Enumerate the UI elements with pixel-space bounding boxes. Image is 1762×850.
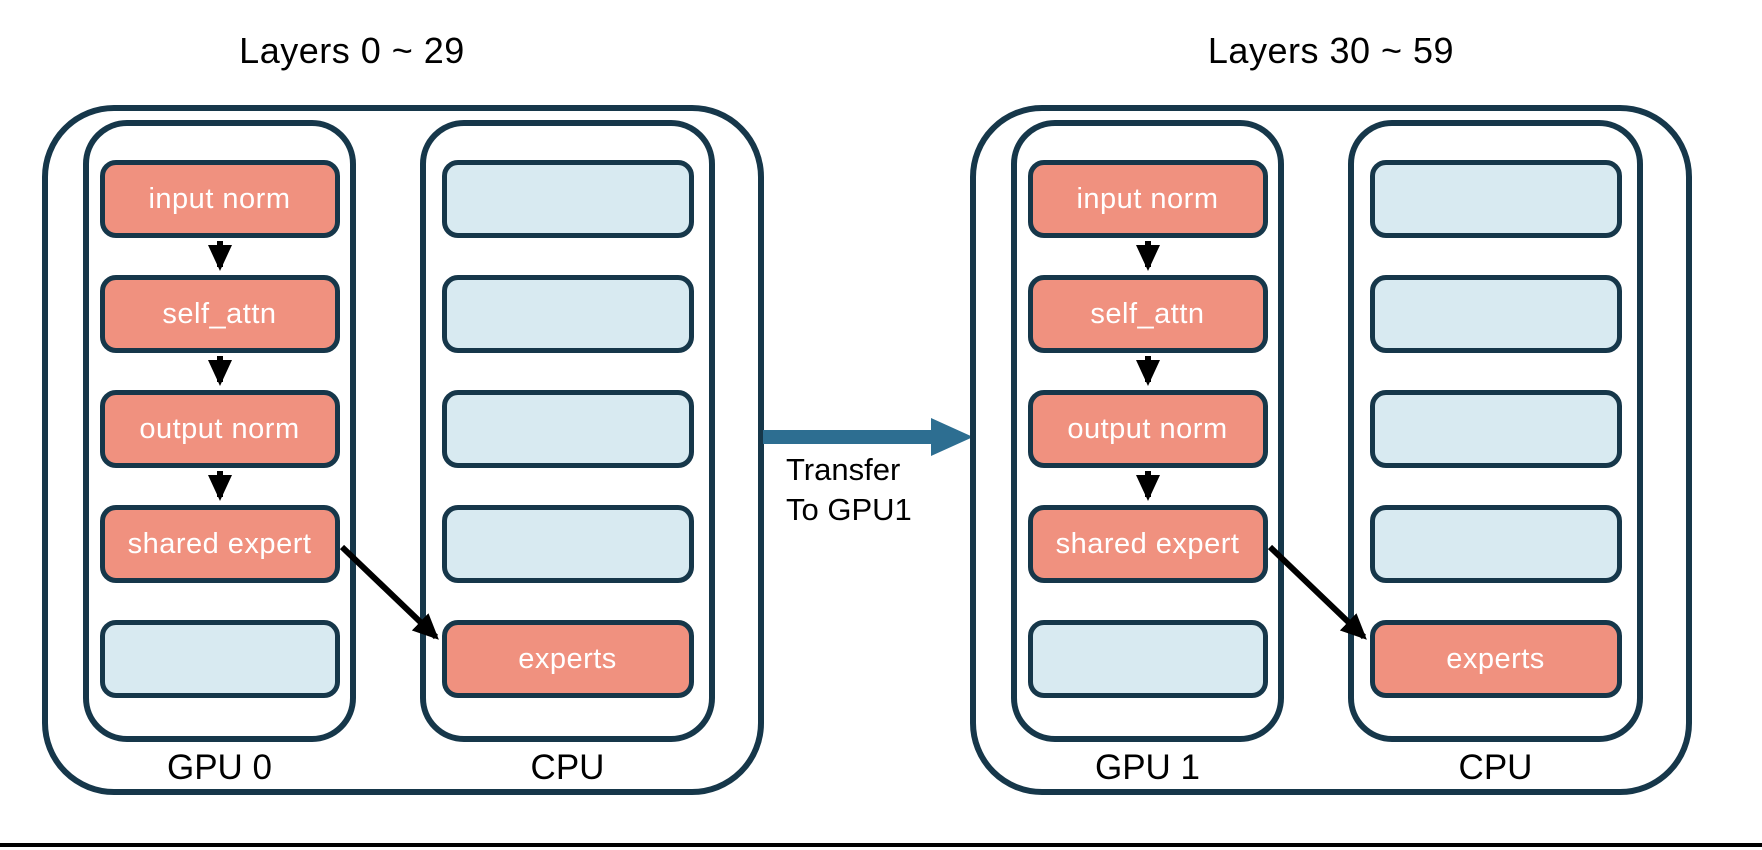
gpu-box-shared-expert: shared expert <box>99 505 340 583</box>
group-0-title: Layers 0 ~ 29 <box>239 30 465 71</box>
gpu-box-output-norm: output norm <box>1027 390 1268 468</box>
gpu-box-input-norm: input norm <box>1027 160 1268 238</box>
box-label: experts <box>518 642 617 675</box>
transfer-label: Transfer To GPU1 <box>786 450 1006 530</box>
group-1-gpu-label: GPU 1 <box>1094 748 1201 787</box>
transfer-label-line-1: Transfer <box>786 452 901 487</box>
gpu-box-empty <box>1027 620 1268 698</box>
group-1-cpu-label: CPU <box>1458 748 1533 787</box>
cpu-box-experts: experts <box>1369 620 1622 698</box>
box-label: self_attn <box>162 297 277 330</box>
group-0-gpu-column: input norm self_attn output norm shared … <box>83 120 356 742</box>
cpu-box-empty-0 <box>441 160 694 238</box>
cpu-box-empty-3 <box>441 505 694 583</box>
box-label: output norm <box>139 412 300 445</box>
group-1-gpu-column: input norm self_attn output norm shared … <box>1011 120 1284 742</box>
group-0-gpu-label: GPU 0 <box>166 748 273 787</box>
box-label: self_attn <box>1090 297 1205 330</box>
gpu-box-output-norm: output norm <box>99 390 340 468</box>
cpu-box-empty-1 <box>441 275 694 353</box>
layer-group-1: input norm self_attn output norm shared … <box>970 105 1692 795</box>
group-0-cpu-column: experts <box>420 120 715 742</box>
group-1-cpu-column: experts <box>1348 120 1643 742</box>
cpu-box-experts: experts <box>441 620 694 698</box>
box-label: output norm <box>1067 412 1228 445</box>
box-label: shared expert <box>127 527 312 560</box>
transfer-arrow <box>763 418 973 456</box>
cpu-box-empty-3 <box>1369 505 1622 583</box>
gpu-box-self-attn: self_attn <box>99 275 340 353</box>
transfer-arrow-shape <box>763 418 973 456</box>
gpu-box-shared-expert: shared expert <box>1027 505 1268 583</box>
gpu-box-self-attn: self_attn <box>1027 275 1268 353</box>
box-label: input norm <box>1076 182 1219 215</box>
box-label: experts <box>1446 642 1545 675</box>
box-label: shared expert <box>1055 527 1240 560</box>
group-0-cpu-label: CPU <box>530 748 605 787</box>
cpu-box-empty-2 <box>1369 390 1622 468</box>
cpu-box-empty-2 <box>441 390 694 468</box>
bottom-border-line <box>0 843 1762 847</box>
cpu-box-empty-0 <box>1369 160 1622 238</box>
gpu-box-input-norm: input norm <box>99 160 340 238</box>
gpu-box-empty <box>99 620 340 698</box>
transfer-label-line-2: To GPU1 <box>786 492 912 527</box>
box-label: input norm <box>148 182 291 215</box>
group-1-title: Layers 30 ~ 59 <box>1207 30 1455 71</box>
layer-group-0: input norm self_attn output norm shared … <box>42 105 764 795</box>
cpu-box-empty-1 <box>1369 275 1622 353</box>
